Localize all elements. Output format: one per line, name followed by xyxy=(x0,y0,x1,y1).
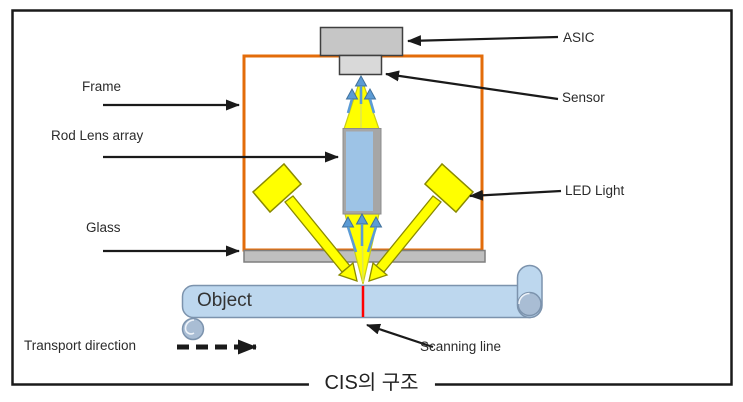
led-left-beam-tip xyxy=(337,261,358,282)
object-left-curl-detail xyxy=(184,319,195,335)
asic-pointer xyxy=(407,35,559,47)
object-label: Object xyxy=(197,290,252,311)
lower-ray-arrows xyxy=(341,212,383,253)
pointer-arrows xyxy=(103,35,562,349)
object-right-roll-detail xyxy=(518,292,530,305)
scanning-line-label: Scanning line xyxy=(420,339,502,354)
led-right-beam-tip xyxy=(368,261,389,282)
upper-ray-arrows xyxy=(345,74,377,114)
diagram-title: CIS의 구조 xyxy=(308,369,435,398)
sensor-chip xyxy=(338,54,383,76)
scanning-pointer xyxy=(366,323,434,349)
sensor-label: Sensor xyxy=(562,90,605,105)
frame-label: Frame xyxy=(82,79,122,94)
object-sheet xyxy=(181,284,531,319)
rod-lens-glass xyxy=(346,131,373,211)
object-right-roll-curl xyxy=(517,291,542,317)
sensor-pointer xyxy=(385,70,559,101)
asic-chip xyxy=(319,26,404,57)
led-left-head xyxy=(251,162,303,214)
led-light-label: LED Light xyxy=(565,183,625,198)
led-pointer xyxy=(469,189,562,201)
glass-label: Glass xyxy=(86,220,121,235)
rod-lens-label: Rod Lens array xyxy=(51,128,144,143)
transport-direction-label: Transport direction xyxy=(24,338,137,353)
asic-label: ASIC xyxy=(563,30,595,45)
